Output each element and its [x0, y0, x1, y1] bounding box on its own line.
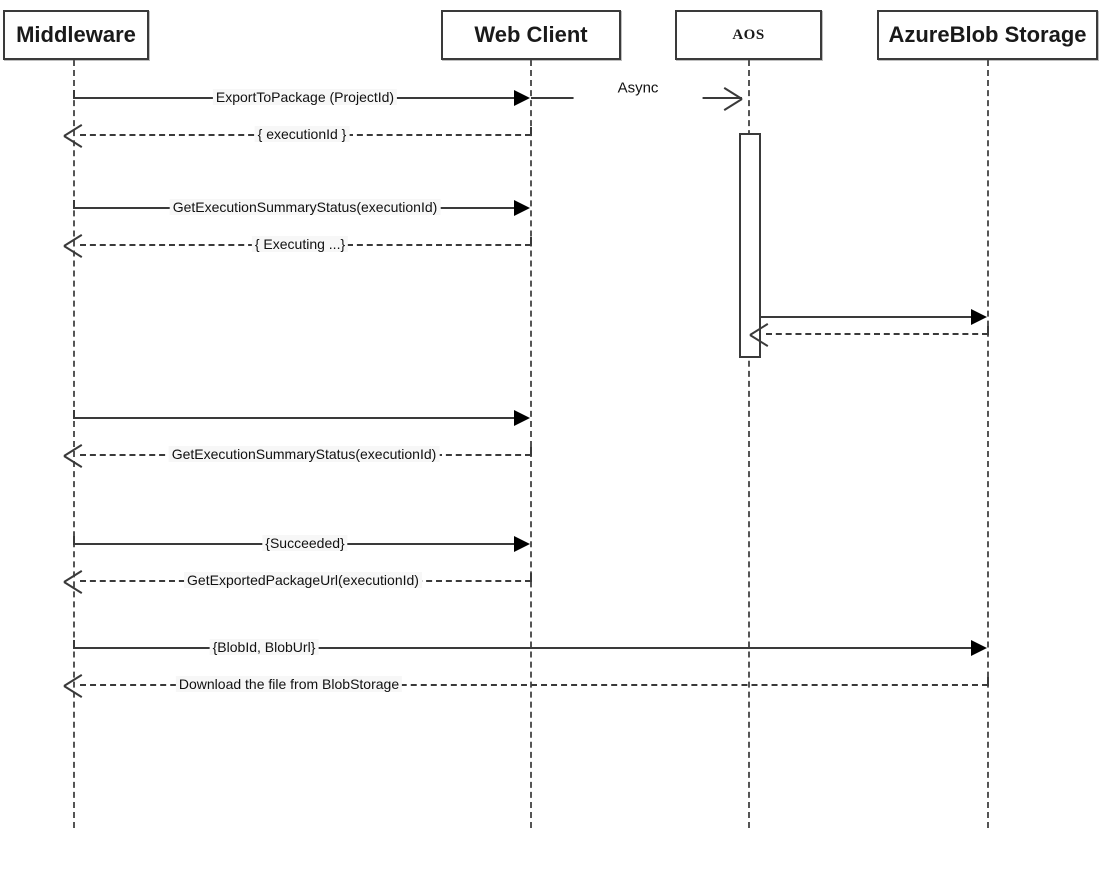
arrowhead-filled-m3	[514, 200, 530, 216]
msg-source-tick-m2	[530, 127, 532, 136]
msg-line-https-200	[80, 684, 988, 686]
arrowhead-filled-m5	[971, 309, 987, 325]
msg-line-blob-to-aos	[766, 333, 988, 335]
arrowhead-filled-m9	[514, 536, 530, 552]
participant-label-web-client: Web Client	[474, 22, 588, 47]
msg-line-download-file	[74, 647, 979, 649]
msg-source-tick-m4	[530, 237, 532, 246]
msg-source-tick-m3	[73, 200, 75, 209]
arrowhead-open-m12	[64, 673, 84, 697]
msg-source-tick-m6	[987, 326, 989, 335]
arrowhead-open-async	[722, 86, 742, 110]
arrowhead-filled-m1	[514, 90, 530, 106]
participant-box-aos[interactable]: AOS	[675, 10, 822, 60]
arrowhead-open-m2	[64, 123, 84, 147]
msg-source-tick-m9	[73, 536, 75, 545]
lifeline-web-client	[530, 60, 532, 828]
participant-label-azureblob-storage: AzureBlob Storage	[888, 22, 1087, 47]
msg-source-tick-m12	[987, 677, 989, 686]
msg-label-https-200: Download the file from BlobStorage	[175, 676, 403, 692]
arrowhead-filled-m7	[514, 410, 530, 426]
arrowhead-open-m8	[64, 443, 84, 467]
msg-label-executing: { Executing ...}	[251, 236, 349, 252]
arrowhead-open-m10	[64, 569, 84, 593]
msg-source-tick-m10	[530, 573, 532, 582]
participant-box-azureblob-storage[interactable]: AzureBlob Storage	[877, 10, 1098, 60]
msg-label-get-exported-package-url: {Succeeded}	[262, 535, 348, 551]
msg-label-succeeded: GetExecutionSummaryStatus(executionId)	[168, 446, 440, 462]
msg-label-blobid-bloburl: GetExportedPackageUrl(executionId)	[184, 572, 422, 588]
activation-bar-aos	[739, 133, 761, 358]
lifeline-aos	[748, 60, 750, 828]
arrowhead-open-m6	[750, 322, 770, 346]
arrowhead-open-m4	[64, 233, 84, 257]
participant-box-web-client[interactable]: Web Client	[441, 10, 621, 60]
msg-source-tick-m7	[73, 410, 75, 419]
msg-label-get-execution-summary-status-1: GetExecutionSummaryStatus(executionId)	[169, 199, 441, 215]
msg-label-execution-id: { executionId }	[254, 126, 350, 142]
msg-source-tick-m11	[73, 640, 75, 649]
msg-label-export-to-package: ExportToPackage (ProjectId)	[212, 89, 398, 105]
participant-label-middleware: Middleware	[16, 22, 136, 47]
msg-label-download-file: {BlobId, BlobUrl}	[209, 639, 319, 655]
participant-box-middleware[interactable]: Middleware	[3, 10, 149, 60]
msg-source-tick-m1	[73, 90, 75, 99]
arrowhead-filled-m11	[971, 640, 987, 656]
msg-source-tick-m8	[530, 447, 532, 456]
participant-label-aos: AOS	[732, 26, 765, 43]
lifeline-azureblob-storage	[987, 60, 989, 828]
msg-line-aos-to-blob	[760, 316, 979, 318]
msg-label-async: Async	[573, 70, 703, 110]
msg-line-get-execution-summary-status-2	[74, 417, 522, 419]
